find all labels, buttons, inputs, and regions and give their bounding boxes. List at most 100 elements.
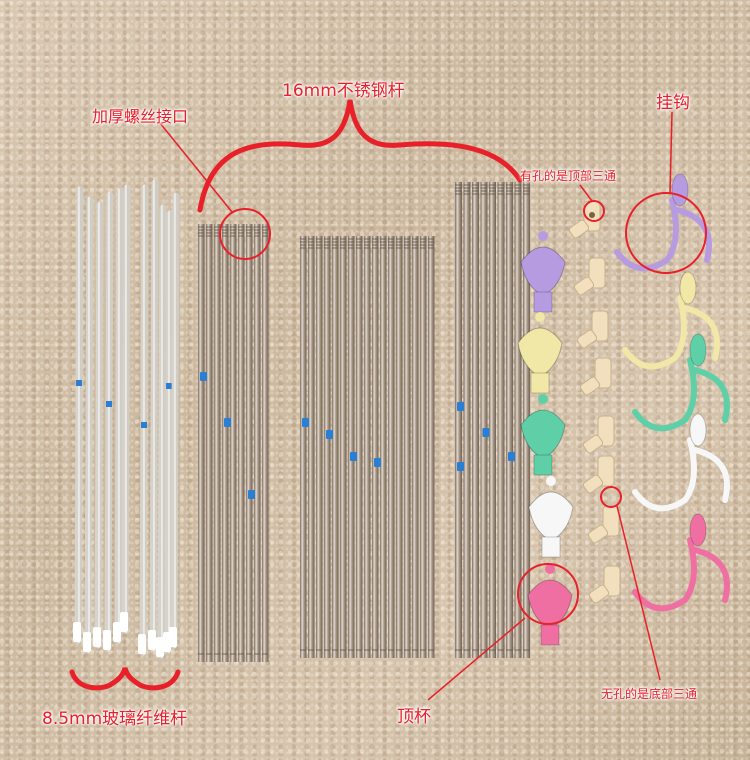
pink-hook-clip (689, 513, 707, 547)
yellow-hook-arm (682, 305, 720, 361)
green-finial-tip (538, 394, 548, 404)
blue-tape (76, 380, 82, 386)
rod-end-cap (169, 627, 177, 647)
thread-joint-label: 加厚螺丝接口 (92, 107, 189, 126)
pink-hook (632, 537, 697, 612)
steel-rod (316, 236, 323, 658)
fiberglass-rod (74, 186, 84, 644)
pink-finial (527, 579, 573, 630)
parts-group (517, 173, 730, 646)
white-hook (632, 437, 697, 512)
steel-rod (356, 236, 363, 658)
fiberglass-rod-label: 8.5mm玻璃纤维杆 (42, 709, 188, 729)
steel-rod (455, 182, 462, 658)
fiberglass-rod (84, 196, 94, 654)
steel-rod (198, 224, 205, 662)
steel-rod (388, 236, 395, 658)
blue-tape (508, 452, 515, 461)
top-cup-label: 顶杯 (397, 707, 431, 727)
steel-rod (340, 236, 347, 658)
fiberglass-rod (114, 188, 124, 644)
steel-rod (396, 236, 403, 658)
connector-branch (582, 434, 604, 454)
stainless-rod-brace (197, 99, 523, 213)
fiberglass-rod (157, 204, 167, 659)
connector-tube (588, 257, 606, 289)
purple-hook-clip (671, 173, 689, 207)
steel-rod (262, 224, 269, 662)
steel-rod (420, 236, 427, 658)
top-cup-leader (427, 617, 526, 701)
thread-joint-circle (219, 208, 271, 260)
connector-branch (573, 276, 595, 296)
steel-rod (246, 224, 253, 662)
steel-rod (489, 182, 496, 658)
white-finial (528, 491, 574, 542)
blue-tape (302, 418, 309, 427)
blue-tape (106, 401, 112, 407)
bottom-connector-leader (616, 505, 661, 681)
connector-branch (576, 329, 598, 349)
steel-rod (380, 236, 387, 658)
rod-end-cap (148, 630, 156, 650)
pink-hook-arm (692, 547, 730, 603)
steel-rod (238, 224, 245, 662)
steel-rod (372, 236, 379, 658)
green-hook-clip (689, 333, 707, 367)
steel-rod (324, 236, 331, 658)
blue-tape (224, 418, 231, 427)
rod-end-cap (156, 637, 164, 657)
top-connector-leader (579, 184, 593, 202)
purple-finial (520, 246, 566, 297)
white-finial-neck (541, 536, 561, 558)
hook-circle (625, 192, 707, 274)
steel-rod (497, 182, 505, 658)
steel-rod (412, 236, 419, 658)
blue-tape (326, 430, 333, 439)
green-finial (520, 409, 566, 460)
stainless-rod-label: 16mm不锈钢杆 (282, 81, 405, 101)
purple-hook (614, 197, 679, 272)
rod-end-cap (93, 627, 101, 647)
connector-branch (568, 219, 590, 239)
white-hook-arm (692, 447, 730, 503)
steel-rod (230, 224, 237, 662)
steel-rod (428, 236, 435, 658)
blue-tape (166, 383, 172, 389)
connector-branch (587, 524, 609, 544)
connector-tube (597, 415, 615, 447)
connector-branch (579, 376, 601, 396)
green-hook (632, 357, 697, 432)
top-cup-circle (517, 563, 579, 625)
steel-rod (480, 182, 488, 658)
hook-leader (669, 111, 673, 194)
connector-tube (594, 357, 612, 389)
hook-label: 挂钩 (656, 93, 690, 113)
pink-finial-tip (545, 564, 555, 574)
yellow-finial-tip (535, 312, 545, 322)
steel-rod (506, 182, 513, 658)
purple-finial-neck (533, 291, 553, 313)
blue-tape (350, 452, 357, 461)
steel-rod (404, 236, 411, 658)
connector-tube (591, 310, 609, 342)
fiberglass-rod (104, 191, 114, 652)
blue-tape (141, 422, 147, 428)
rod-end-cap (83, 632, 91, 652)
connector-tube (597, 455, 615, 487)
bottom-connector-label: 无孔的是底部三通 (601, 687, 698, 701)
rod-end-cap (103, 630, 111, 650)
white-finial-tip (546, 476, 556, 486)
yellow-hook-clip (679, 271, 697, 305)
blue-tape (200, 372, 207, 381)
bottom-connector-circle (600, 486, 622, 508)
fiberglass-rod (170, 192, 180, 649)
rod-end-cap (73, 622, 81, 642)
yellow-finial-neck (530, 372, 550, 394)
steel-rod (308, 236, 315, 658)
white-hook-clip (689, 413, 707, 447)
blue-tape (374, 458, 381, 467)
steel-rod (472, 182, 479, 658)
